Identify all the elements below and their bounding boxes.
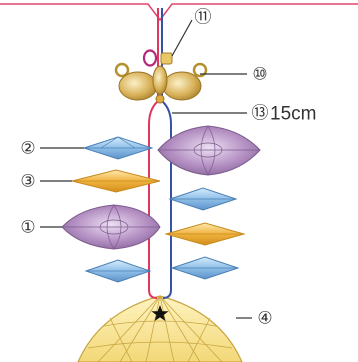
label-bead-3: ③ bbox=[20, 172, 35, 191]
bead-blue-left-top bbox=[84, 137, 152, 159]
leader-line-11 bbox=[172, 20, 192, 56]
bead-cap bbox=[116, 64, 206, 103]
bead-blue-right-bottom bbox=[172, 257, 238, 279]
label-cord-13-length: 15cm bbox=[270, 104, 316, 125]
label-cap-10: ⑩ bbox=[252, 65, 267, 84]
bead-blue-left-bottom bbox=[86, 260, 150, 282]
bead-blue-right-top bbox=[170, 188, 236, 210]
label-bead-1: ① bbox=[20, 218, 35, 237]
label-base-4: ④ bbox=[257, 309, 272, 328]
bead-orange-right bbox=[166, 223, 244, 245]
top-frame-line bbox=[0, 4, 358, 20]
bead-orange-left bbox=[72, 170, 160, 192]
label-bead-2: ② bbox=[20, 139, 35, 158]
bead-purple-right bbox=[158, 126, 260, 175]
label-cord-13: ⑬ bbox=[252, 104, 269, 123]
label-ring-11: ⑪ bbox=[195, 8, 212, 27]
bead-purple-left bbox=[62, 205, 160, 249]
